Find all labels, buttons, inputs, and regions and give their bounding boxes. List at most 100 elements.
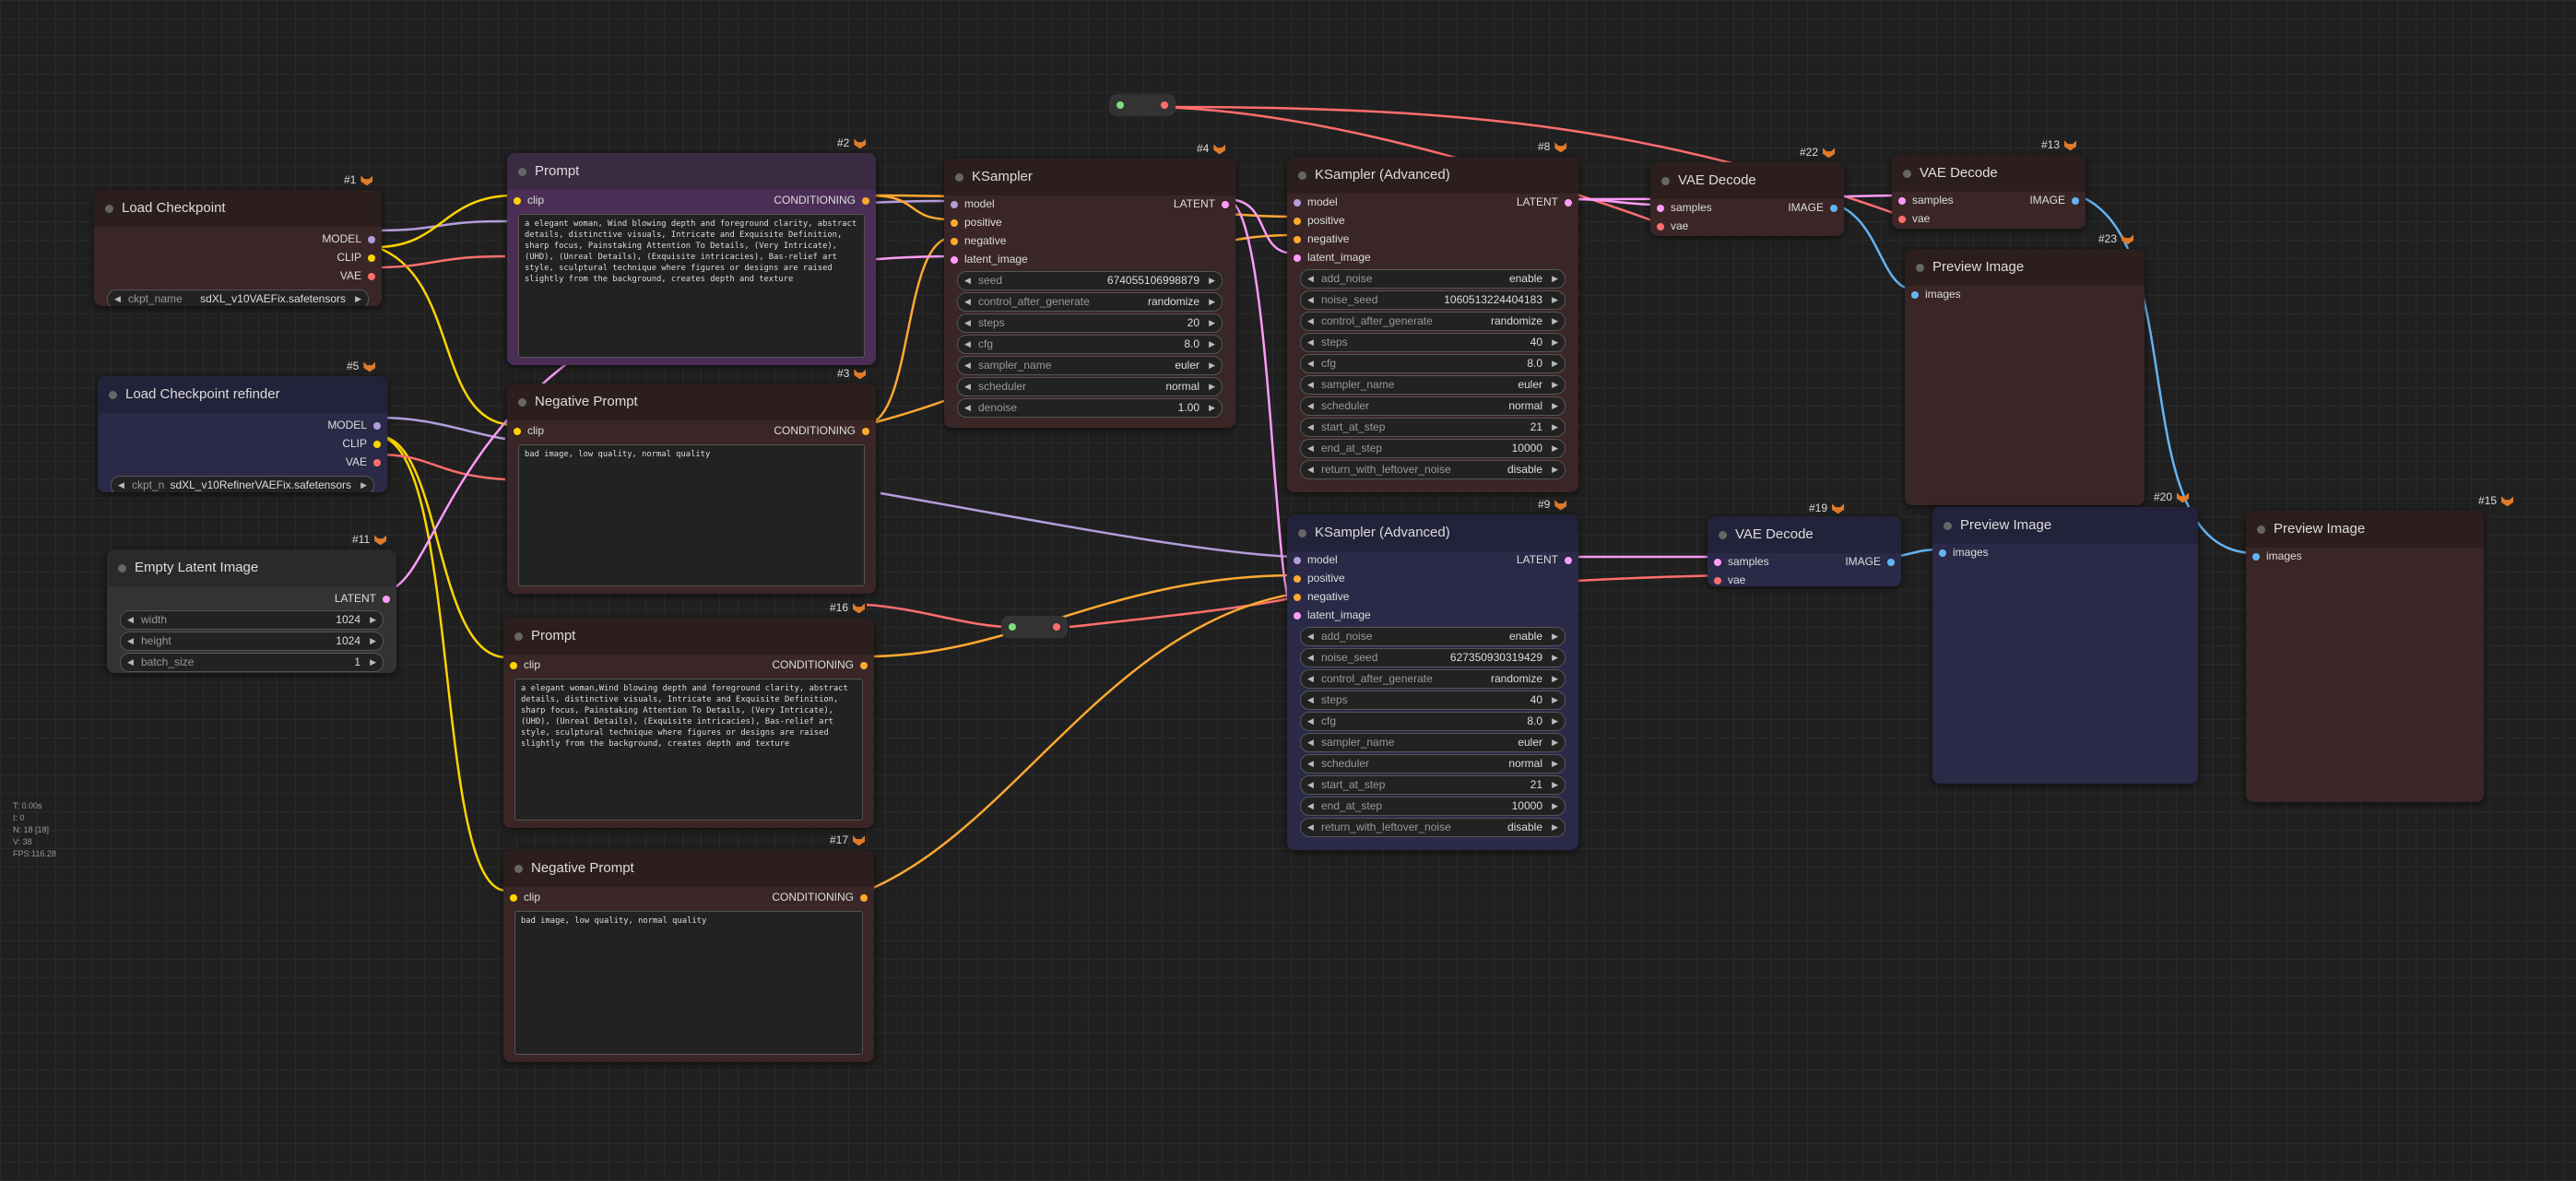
increment-arrow-icon[interactable]: ▶ [1209,360,1215,370]
collapse-dot-icon[interactable] [518,398,526,407]
input-slot-dot[interactable] [1714,559,1721,566]
increment-arrow-icon[interactable]: ▶ [1552,274,1558,283]
output-vae[interactable]: VAE [94,267,382,286]
decrement-arrow-icon[interactable]: ◀ [118,480,124,490]
input-positive[interactable]: positive [1287,570,1578,588]
decrement-arrow-icon[interactable]: ◀ [1307,632,1314,641]
input-latent-image[interactable]: latent_image [944,251,1235,269]
collapse-dot-icon[interactable] [1944,522,1952,530]
collapse-dot-icon[interactable] [118,564,126,573]
node-title-bar[interactable]: KSampler [944,159,1235,195]
output-slot-dot[interactable] [373,459,381,466]
node-title-bar[interactable]: Preview Image [1932,507,2198,544]
prompt-textarea[interactable]: bad image, low quality, normal quality [518,444,865,586]
decrement-arrow-icon[interactable]: ◀ [1307,674,1314,683]
output-slot-dot[interactable] [368,273,375,280]
output-slot-dot[interactable] [373,441,381,448]
decrement-arrow-icon[interactable]: ◀ [1307,274,1314,283]
input-slot-dot[interactable] [1939,549,1946,557]
reroute-node[interactable] [1001,616,1068,638]
increment-arrow-icon[interactable]: ▶ [1552,695,1558,704]
output-slot-dot[interactable] [373,422,381,430]
increment-arrow-icon[interactable]: ▶ [1209,403,1215,412]
input-slot-dot[interactable] [1898,197,1906,205]
increment-arrow-icon[interactable]: ▶ [1552,822,1558,832]
input-slot-dot[interactable] [1714,577,1721,585]
decrement-arrow-icon[interactable]: ◀ [1307,443,1314,453]
input-slot-dot[interactable] [951,256,958,264]
input-slot-dot[interactable] [1657,205,1664,212]
input-slot-dot[interactable] [510,894,517,902]
increment-arrow-icon[interactable]: ▶ [1552,465,1558,474]
input-slot-dot[interactable] [951,201,958,208]
increment-arrow-icon[interactable]: ▶ [370,615,376,624]
collapse-dot-icon[interactable] [518,168,526,176]
input-images[interactable]: images [1905,286,2145,304]
decrement-arrow-icon[interactable]: ◀ [1307,653,1314,662]
increment-arrow-icon[interactable]: ▶ [370,636,376,645]
increment-arrow-icon[interactable]: ▶ [1552,295,1558,304]
input-latent-image[interactable]: latent_image [1287,249,1578,267]
increment-arrow-icon[interactable]: ▶ [1552,801,1558,810]
increment-arrow-icon[interactable]: ▶ [1552,780,1558,789]
decrement-arrow-icon[interactable]: ◀ [1307,337,1314,347]
node-title-bar[interactable]: Preview Image [2246,511,2484,548]
input-slot-dot[interactable] [951,219,958,227]
input-positive[interactable]: positive [1287,212,1578,230]
node-title-bar[interactable]: VAE Decode [1892,155,2086,192]
reroute-input-dot[interactable] [1009,623,1016,631]
reroute-output-dot[interactable] [1161,101,1168,109]
decrement-arrow-icon[interactable]: ◀ [127,657,134,667]
collapse-dot-icon[interactable] [955,173,963,182]
decrement-arrow-icon[interactable]: ◀ [1307,380,1314,389]
output-slot-dot[interactable] [862,197,869,205]
decrement-arrow-icon[interactable]: ◀ [114,294,121,303]
collapse-dot-icon[interactable] [2257,526,2265,534]
output-slot-dot[interactable] [1222,201,1229,208]
input-slot-dot[interactable] [1294,254,1301,262]
output-slot-dot[interactable] [862,428,869,435]
increment-arrow-icon[interactable]: ▶ [1209,339,1215,348]
input-slot-dot[interactable] [510,662,517,669]
input-negative[interactable]: negative [1287,230,1578,249]
input-images[interactable]: images [1932,544,2198,562]
increment-arrow-icon[interactable]: ▶ [1209,276,1215,285]
input-latent-image[interactable]: latent_image [1287,607,1578,625]
input-positive[interactable]: positive [944,214,1235,232]
collapse-dot-icon[interactable] [1661,177,1670,185]
increment-arrow-icon[interactable]: ▶ [1552,632,1558,641]
decrement-arrow-icon[interactable]: ◀ [964,382,971,391]
node-load-checkpoint-refiner[interactable]: Load Checkpoint refinder MODEL CLIP VAE … [98,376,387,492]
node-title-bar[interactable]: Load Checkpoint refinder [98,376,387,413]
decrement-arrow-icon[interactable]: ◀ [1307,295,1314,304]
input-slot-dot[interactable] [1898,216,1906,223]
reroute-input-dot[interactable] [1117,101,1124,109]
